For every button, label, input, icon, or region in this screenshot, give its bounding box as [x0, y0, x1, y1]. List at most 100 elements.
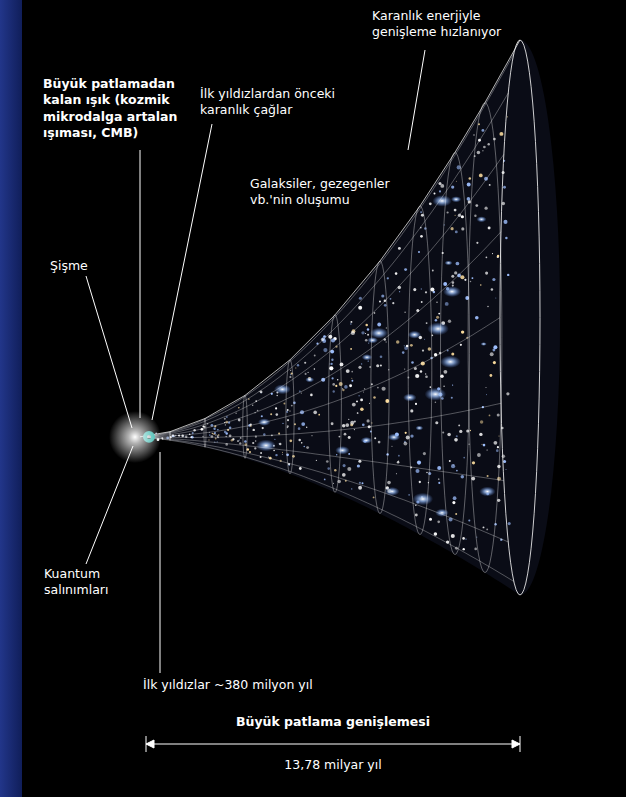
star	[365, 333, 366, 334]
star	[301, 442, 303, 444]
star	[410, 344, 413, 347]
star	[415, 374, 419, 378]
star	[447, 433, 451, 437]
star	[331, 338, 335, 342]
star	[306, 446, 309, 449]
star	[438, 478, 440, 480]
star	[255, 440, 257, 442]
age-label: 13,78 milyar yıl	[183, 757, 483, 773]
star	[377, 323, 381, 327]
galaxy	[256, 440, 276, 452]
galaxy	[479, 487, 495, 497]
star	[438, 313, 440, 315]
star	[452, 384, 453, 385]
galaxy	[388, 434, 400, 441]
star	[459, 430, 462, 433]
galaxy	[427, 322, 449, 335]
star	[350, 321, 352, 323]
star	[329, 366, 333, 370]
star	[421, 288, 422, 289]
galaxy	[445, 261, 453, 266]
star	[295, 367, 296, 368]
star	[484, 207, 487, 210]
star	[275, 454, 277, 456]
star	[455, 215, 456, 216]
star	[497, 256, 499, 258]
star	[493, 361, 496, 364]
star	[332, 383, 335, 386]
star	[480, 420, 483, 423]
star	[505, 469, 506, 470]
big-bang-glow	[109, 411, 161, 463]
star	[423, 452, 426, 455]
star	[217, 435, 218, 436]
star	[218, 434, 220, 436]
star	[497, 446, 499, 448]
star	[481, 129, 484, 132]
star	[345, 423, 349, 427]
galaxy	[335, 446, 349, 455]
star	[443, 282, 447, 286]
star	[282, 454, 283, 455]
star	[362, 482, 364, 484]
star	[215, 434, 216, 435]
star	[437, 520, 440, 523]
star	[483, 444, 486, 447]
galaxy	[361, 437, 372, 444]
star	[287, 425, 289, 427]
star	[287, 409, 289, 411]
star	[497, 255, 499, 257]
star	[430, 288, 434, 292]
grid-line	[145, 437, 508, 542]
star	[474, 214, 476, 216]
star	[283, 403, 285, 405]
side-strip	[0, 0, 22, 797]
star	[367, 419, 370, 422]
star	[470, 281, 472, 283]
star	[477, 453, 481, 457]
star	[503, 186, 506, 189]
star	[396, 473, 397, 474]
star	[454, 271, 457, 274]
star	[487, 306, 488, 307]
star	[358, 306, 362, 310]
star	[373, 396, 376, 399]
star	[404, 369, 405, 370]
star	[455, 230, 458, 233]
star	[387, 277, 389, 279]
star	[492, 253, 493, 254]
star	[460, 275, 464, 279]
galaxy	[305, 377, 314, 382]
star	[456, 262, 460, 266]
star	[463, 457, 465, 459]
star	[454, 438, 458, 442]
star	[380, 355, 383, 358]
star	[420, 211, 422, 213]
star	[471, 277, 473, 279]
star	[456, 181, 457, 182]
star	[463, 548, 465, 550]
star	[486, 528, 488, 530]
star	[304, 362, 306, 364]
star	[476, 242, 478, 244]
star	[435, 421, 438, 424]
star	[289, 439, 292, 442]
star	[209, 434, 211, 436]
star	[333, 390, 335, 392]
star	[451, 534, 455, 538]
galaxy	[451, 196, 461, 202]
star	[410, 434, 413, 437]
star	[489, 184, 491, 186]
star	[503, 460, 506, 463]
star	[507, 274, 509, 276]
star	[351, 378, 352, 379]
galaxy	[370, 328, 388, 339]
star	[424, 339, 425, 340]
star	[450, 227, 453, 230]
star	[337, 379, 339, 381]
star	[413, 288, 416, 291]
star	[282, 452, 283, 453]
galaxy	[408, 331, 421, 339]
star	[437, 466, 441, 470]
star	[314, 355, 316, 357]
